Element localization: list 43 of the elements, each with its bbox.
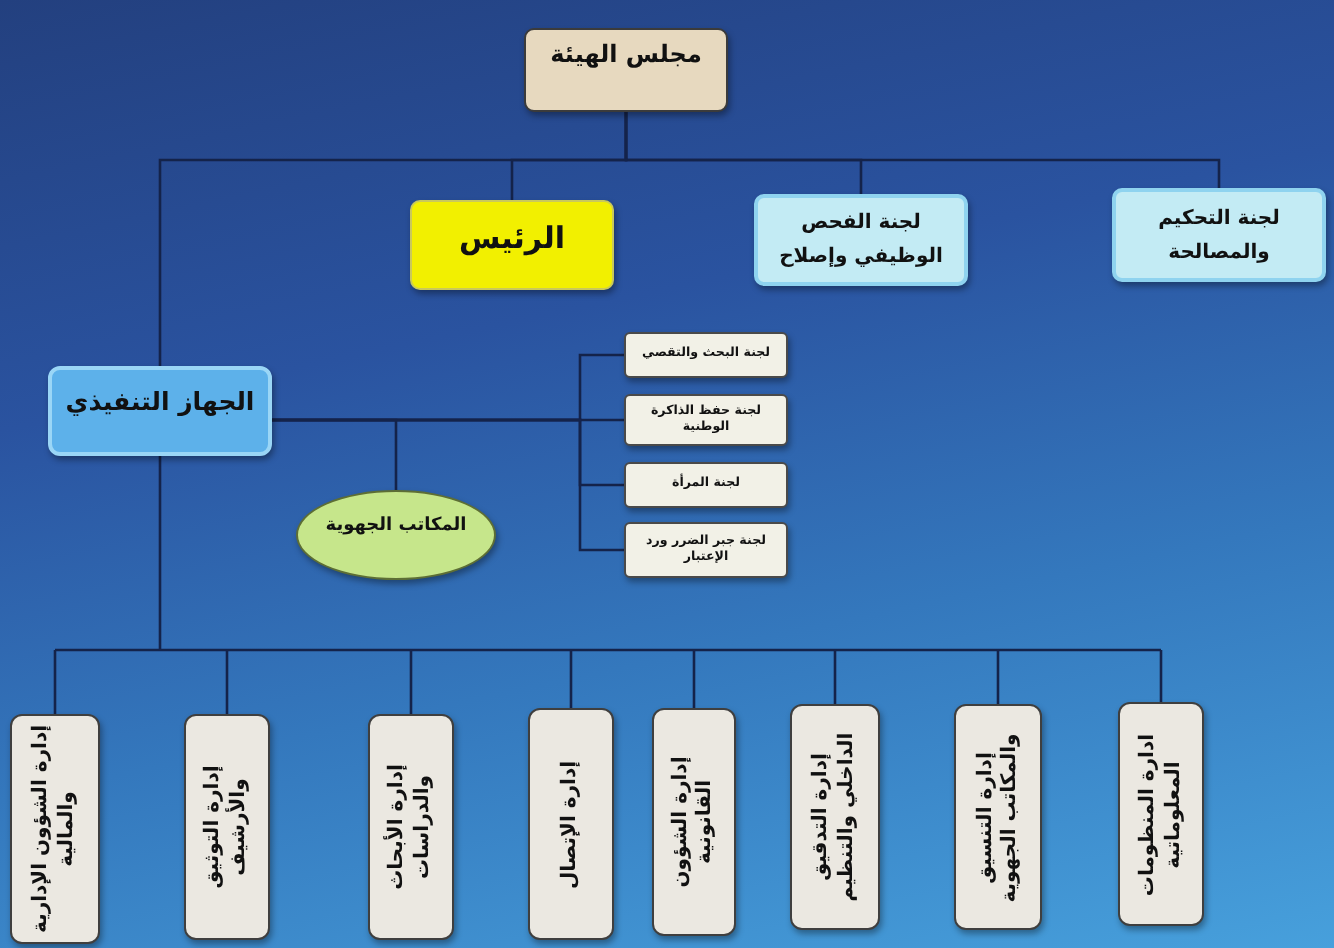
connector-line [53, 456, 1161, 652]
org-box [528, 708, 614, 940]
org-box [184, 714, 270, 940]
connector-line [692, 650, 696, 708]
connector-line [53, 650, 57, 714]
org-box [1118, 702, 1204, 926]
unit-label: ادارة المنظومات المعلوماتية [1136, 730, 1186, 900]
org-box [624, 522, 788, 578]
unit-label: مجلس الهيئة [550, 40, 702, 69]
connector-line [1159, 650, 1163, 702]
unit-label: لجنة التحكيم والمصالحة [1156, 205, 1282, 267]
org-box [624, 332, 788, 378]
connector-line [409, 650, 413, 714]
unit-label: إدارة الأبحاث والدراسات [386, 762, 435, 894]
connector-line [272, 418, 398, 490]
unit-label: إدارة التدقيق الداخلي والتنظيم [810, 730, 859, 906]
connector-line [996, 650, 1000, 704]
org-box [652, 708, 736, 936]
connector-line [833, 650, 837, 704]
unit-label: إدارة الإتصال [558, 759, 583, 889]
connector-line [225, 650, 229, 714]
org-box [790, 704, 880, 930]
org-box [48, 366, 272, 456]
org-box [754, 194, 968, 286]
unit-label: إدارة التوثيق والأرشيف [202, 763, 251, 893]
org-box [410, 200, 614, 290]
org-box [524, 28, 728, 112]
connector-line [569, 650, 573, 708]
org-box [368, 714, 454, 940]
unit-label: الرئيس [458, 220, 566, 256]
org-box [624, 462, 788, 508]
org-box [10, 714, 100, 944]
org-box [954, 704, 1042, 930]
org-box [1112, 188, 1326, 282]
unit-label: إدارة الشؤون الإدارية والمالية [30, 724, 79, 934]
org-ellipse [296, 490, 496, 580]
connector-line [158, 112, 628, 366]
unit-label: الجهاز التنفيذي [65, 386, 255, 416]
unit-label: إدارة الشؤون القانونية [669, 754, 718, 892]
unit-label: لجنة الفحص الوظيفي وإصلاح [777, 210, 945, 272]
unit-label: المكاتب الجهوية [325, 516, 467, 538]
org-box [624, 394, 788, 446]
unit-label: إدارة التنسيق والمكاتب الجهوية [973, 730, 1022, 906]
